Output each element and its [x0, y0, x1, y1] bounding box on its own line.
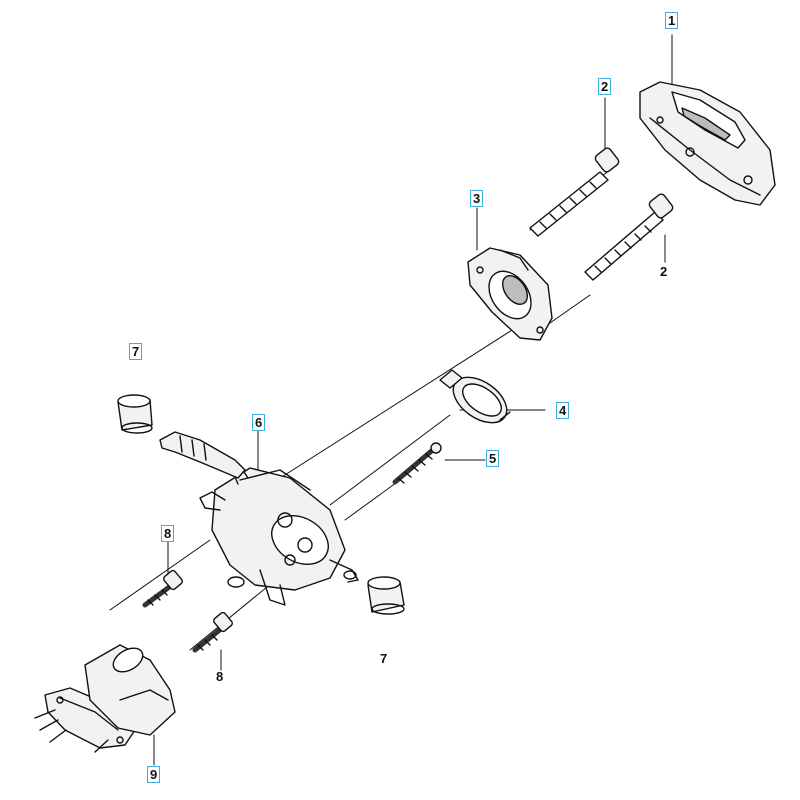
part-9-intake-manifold	[35, 643, 175, 752]
callout-label-7-upper: 7	[129, 343, 143, 360]
part-1-cover	[640, 82, 775, 205]
part-5-spring-screw	[395, 443, 441, 483]
callout-label-5: 5	[486, 450, 500, 467]
part-8-screw-left	[145, 569, 184, 605]
callout-label-8-upper: 8	[161, 525, 175, 542]
callout-label-3: 3	[470, 190, 484, 207]
part-3-flange	[468, 248, 552, 340]
callout-label-4: 4	[556, 402, 570, 419]
callout-label-1: 1	[665, 12, 679, 29]
part-2-bolt-lower	[585, 193, 674, 280]
callout-label-2-lower: 2	[660, 264, 668, 279]
assembly-axis-lines	[109, 34, 673, 766]
part-2-bolt-upper	[530, 147, 620, 236]
callout-label-9: 9	[147, 766, 161, 783]
part-6-carburetor	[200, 466, 358, 605]
fuel-nipple	[160, 432, 245, 478]
part-7-bushing-upper	[118, 395, 152, 433]
callout-label-2-upper: 2	[598, 78, 612, 95]
callout-label-8-lower: 8	[216, 669, 224, 684]
part-8-screw-right	[195, 611, 234, 650]
part-7-bushing-lower	[368, 577, 404, 614]
callout-label-7-lower: 7	[380, 651, 388, 666]
callout-label-6: 6	[252, 414, 266, 431]
part-4-clamp	[440, 368, 515, 432]
